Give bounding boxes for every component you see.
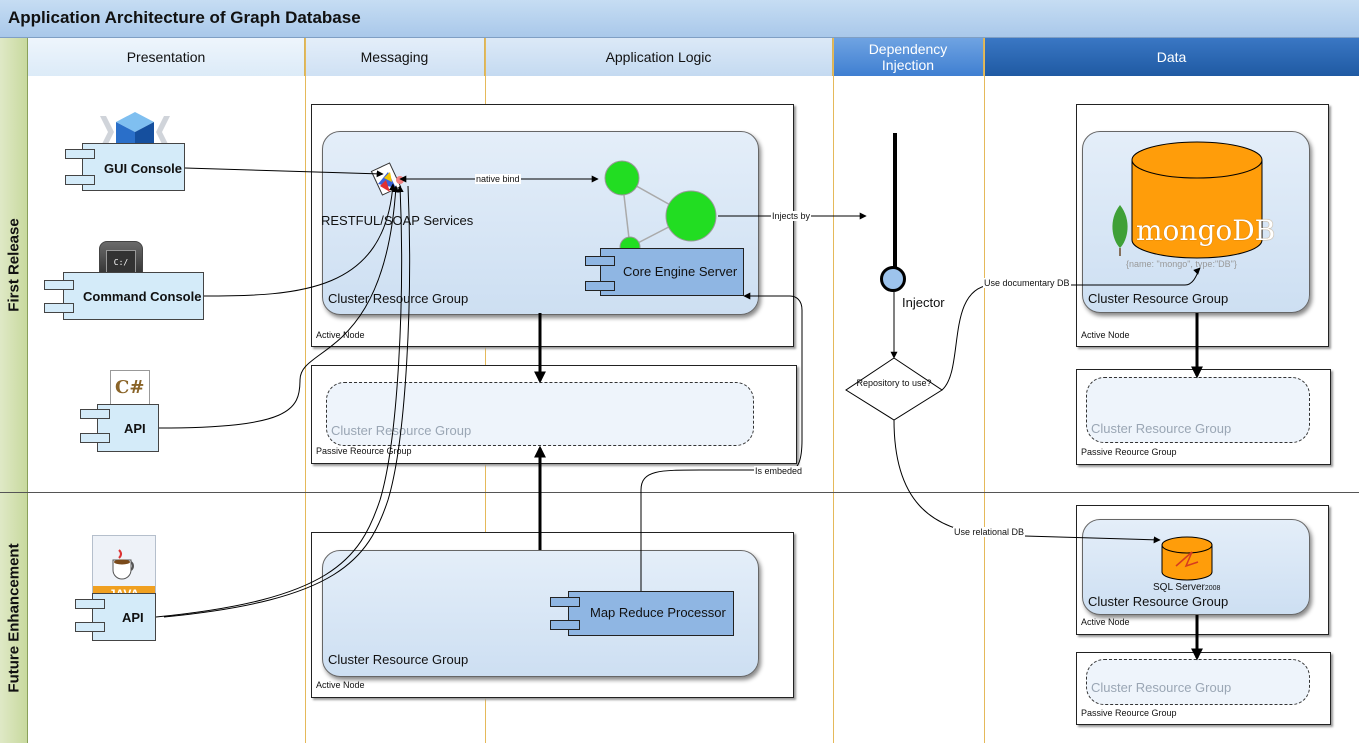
sql-passive-cluster-label: Cluster Resource Group [1091, 680, 1232, 695]
component-tab [550, 597, 580, 607]
component-tab [80, 409, 110, 419]
sql-server-icon [1161, 536, 1213, 581]
component-tab [44, 280, 74, 290]
component-tab [44, 303, 74, 313]
mongo-cluster-label: Cluster Resource Group [1088, 291, 1229, 306]
java-api-to-services-edge [155, 185, 404, 618]
sql-active-node-label: Active Node [1081, 617, 1130, 627]
column-header-data: Data [984, 38, 1359, 76]
is-embeded-edge [640, 292, 803, 591]
native-bind-label: native bind [475, 174, 521, 184]
use-documentary-label: Use documentary DB [983, 278, 1071, 288]
component-tab [65, 149, 95, 159]
injector-lifeline [893, 133, 897, 269]
map-reduce-label: Map Reduce Processor [590, 605, 726, 620]
injector-label: Injector [902, 295, 945, 310]
mongo-passive-cluster-label: Cluster Resource Group [1091, 421, 1232, 436]
lane-divider [0, 492, 1359, 493]
command-to-services-edge [203, 183, 397, 297]
core-engine-label: Core Engine Server [623, 264, 738, 279]
mongo-active-node-label: Active Node [1081, 330, 1130, 340]
repository-decision [845, 357, 943, 421]
injects-by-label: Injects by [771, 211, 812, 221]
column-header-presentation: Presentation [28, 38, 305, 76]
cluster-label: Cluster Resource Group [328, 291, 469, 306]
java-api-label: API [122, 610, 144, 625]
sql-cluster-label: Cluster Resource Group [1088, 594, 1229, 609]
command-console-component[interactable] [63, 272, 204, 320]
column-divider [984, 38, 985, 743]
component-tab [585, 256, 615, 266]
column-header-messaging: Messaging [305, 38, 485, 76]
column-header-dependency-injection: Dependency Injection [833, 38, 984, 76]
java-api-to-services-edge-2 [163, 185, 411, 618]
mongo-caption: {name: "mongo", type:"DB"} [1126, 259, 1237, 269]
component-tab [80, 433, 110, 443]
lane-header-first-release: First Release [0, 38, 28, 492]
services-label: RESTFUL/SOAP Services [321, 213, 474, 228]
sql-passive-node-label: Passive Reource Group [1081, 708, 1177, 718]
gui-to-services-edge [184, 167, 384, 178]
is-embeded-label: Is embeded [754, 466, 804, 476]
sql-server-brand: SQL Server2008 [1153, 582, 1221, 593]
injector-node [880, 266, 906, 292]
diagram-title: Application Architecture of Graph Databa… [8, 8, 361, 27]
sql-passive-cluster [1086, 659, 1310, 705]
gui-console-component[interactable] [82, 143, 185, 191]
mongo-passive-node-label: Passive Reource Group [1081, 447, 1177, 457]
mongo-brand: mongoDB [1136, 214, 1276, 247]
use-relational-label: Use relational DB [953, 527, 1026, 537]
use-relational-edge [893, 419, 1161, 544]
column-header-application-logic: Application Logic [485, 38, 833, 76]
use-documentary-edge [941, 267, 1201, 391]
csharp-api-label: API [124, 421, 146, 436]
core-engine-server[interactable] [600, 248, 744, 296]
lane-header-future-enhancement: Future Enhancement [0, 492, 28, 743]
column-divider [833, 38, 834, 743]
csharp-api-to-services-edge [158, 185, 400, 429]
component-tab [75, 599, 105, 609]
gui-console-label: GUI Console [104, 161, 183, 176]
map-reduce-processor[interactable] [568, 591, 734, 636]
component-tab [585, 281, 615, 291]
command-console-label: Command Console [83, 289, 202, 304]
mongodb-icon [1112, 141, 1263, 259]
passive-node-label: Passive Reource Group [316, 446, 412, 456]
future-active-node-label: Active Node [316, 680, 365, 690]
future-cluster-label: Cluster Resource Group [328, 652, 469, 667]
decision-label: Repository to use? [856, 378, 932, 388]
active-node-label: Active Node [316, 330, 365, 340]
graph-nodes-icon [604, 160, 717, 258]
component-tab [550, 620, 580, 630]
mongo-passive-cluster [1086, 377, 1310, 443]
column-divider [305, 38, 306, 743]
component-tab [75, 622, 105, 632]
title-bar [0, 0, 1359, 38]
component-tab [65, 175, 95, 185]
